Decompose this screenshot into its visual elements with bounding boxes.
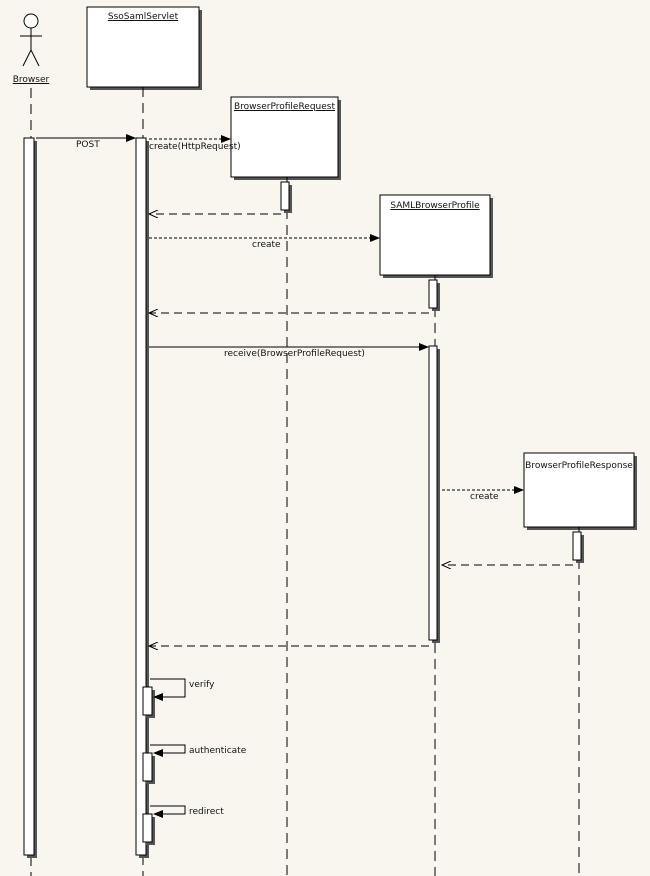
request-participant-label: BrowserProfileRequest [233,102,335,112]
browser-actor-icon [20,13,42,67]
servlet-box [86,6,202,90]
servlet-participant-label: SsoSamlServlet [107,12,179,22]
authenticate-message-label: authenticate [189,746,247,756]
response-box [523,452,637,530]
receive-message-label: receive(BrowserProfileRequest) [224,349,365,359]
create-request-label: create(HttpRequest) [149,142,241,152]
profile-participant-label: SAMLBrowserProfile [390,201,480,211]
create-response-label: create [470,492,499,502]
verify-message-label: verify [189,680,215,690]
response-participant-label: BrowserProfileResponse [525,461,633,471]
authenticate-self-arrow [150,744,186,757]
activation-bars [23,137,584,858]
redirect-message-label: redirect [189,807,224,817]
profile-box [379,194,493,278]
request-box [230,96,341,180]
verify-self-arrow [150,678,186,701]
create-profile-label: create [252,240,281,250]
post-message-label: POST [76,140,100,150]
browser-participant-label: Browser [12,75,50,85]
redirect-self-arrow [150,805,186,818]
